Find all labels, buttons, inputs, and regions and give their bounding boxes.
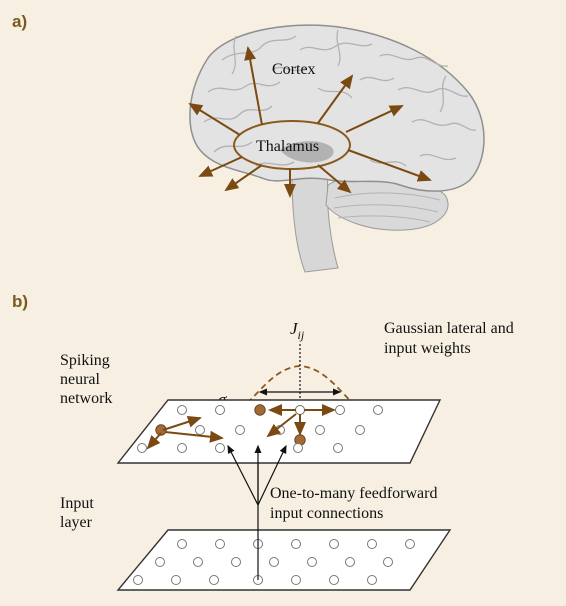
- snn-neuron: [178, 406, 187, 415]
- snn-neuron: [196, 426, 205, 435]
- input-neuron: [384, 558, 393, 567]
- input-neuron: [292, 540, 301, 549]
- input-neuron: [406, 540, 415, 549]
- snn-neuron: [316, 426, 325, 435]
- snn-neuron: [336, 406, 345, 415]
- input-neuron: [216, 540, 225, 549]
- input-neuron: [134, 576, 143, 585]
- snn-neuron: [216, 406, 225, 415]
- snn-neuron: [294, 444, 303, 453]
- input-neuron: [210, 576, 219, 585]
- snn-neuron-active: [255, 405, 265, 415]
- snn-neuron: [178, 444, 187, 453]
- cortex-label: Cortex: [272, 61, 316, 78]
- input-neuron: [270, 558, 279, 567]
- input-neuron: [292, 576, 301, 585]
- thalamus-label: Thalamus: [256, 138, 319, 155]
- input-neuron: [156, 558, 165, 567]
- snn-neuron: [374, 406, 383, 415]
- input-neuron: [178, 540, 187, 549]
- snn-neuron: [334, 444, 343, 453]
- snn-neuron: [356, 426, 365, 435]
- input-neuron: [172, 576, 181, 585]
- j-label: Jij: [290, 319, 305, 342]
- input-neuron: [232, 558, 241, 567]
- input-neuron: [308, 558, 317, 567]
- snn-neuron: [236, 426, 245, 435]
- input-neuron: [330, 576, 339, 585]
- input-layer-plane: [118, 530, 450, 590]
- input-neuron: [330, 540, 339, 549]
- snn-neuron-source: [296, 406, 305, 415]
- snn-neuron: [216, 444, 225, 453]
- input-neuron: [368, 540, 377, 549]
- snn-neuron: [138, 444, 147, 453]
- input-neuron: [346, 558, 355, 567]
- input-neuron: [368, 576, 377, 585]
- input-neuron: [194, 558, 203, 567]
